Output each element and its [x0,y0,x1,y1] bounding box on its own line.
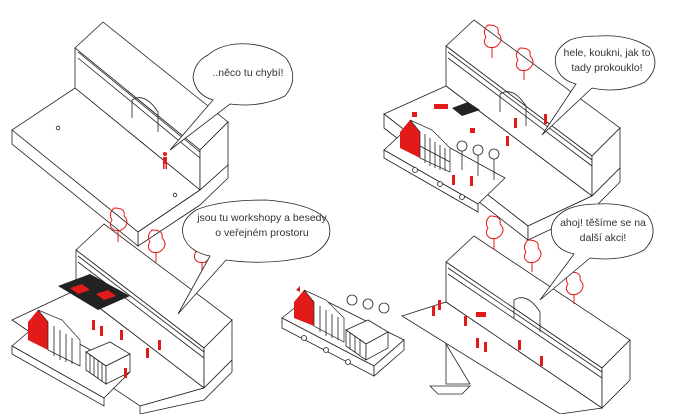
bubble-2-line-2: tady prokouklo! [571,62,642,74]
scene-activated-embankment: hele, koukni, jak to tady prokouklo! [383,19,656,241]
sailboat-icon [429,342,471,395]
person-icon [163,152,167,169]
bubble-1-text: ..něco tu chybí! [212,67,283,79]
bubble-4-line-2: další akci! [580,232,627,244]
bubble-4-line-1: ahoj! těšíme se na [560,217,646,229]
bubble-3-line-1: jsou tu workshopy a besedy [196,212,327,224]
scene-farewell: ahoj! těšíme se na další akci! [401,203,654,414]
scene-boat [281,286,405,377]
bubble-2-line-1: hele, koukni, jak to [564,47,651,59]
speech-bubble-3: jsou tu workshopy a besedy o veřejném pr… [177,199,331,315]
scene-workshops: jsou tu workshopy a besedy o veřejném pr… [11,199,331,414]
scene-empty-embankment: ..něco tu chybí! [11,21,294,247]
speech-bubble-1: ..něco tu chybí! [169,43,294,151]
speech-bubble-4: ahoj! těšíme se na další akci! [539,203,654,301]
bubble-3-line-2: o veřejném prostoru [215,227,309,239]
sign-icons [456,140,500,180]
speech-bubble-2: hele, koukni, jak to tady prokouklo! [541,35,656,136]
